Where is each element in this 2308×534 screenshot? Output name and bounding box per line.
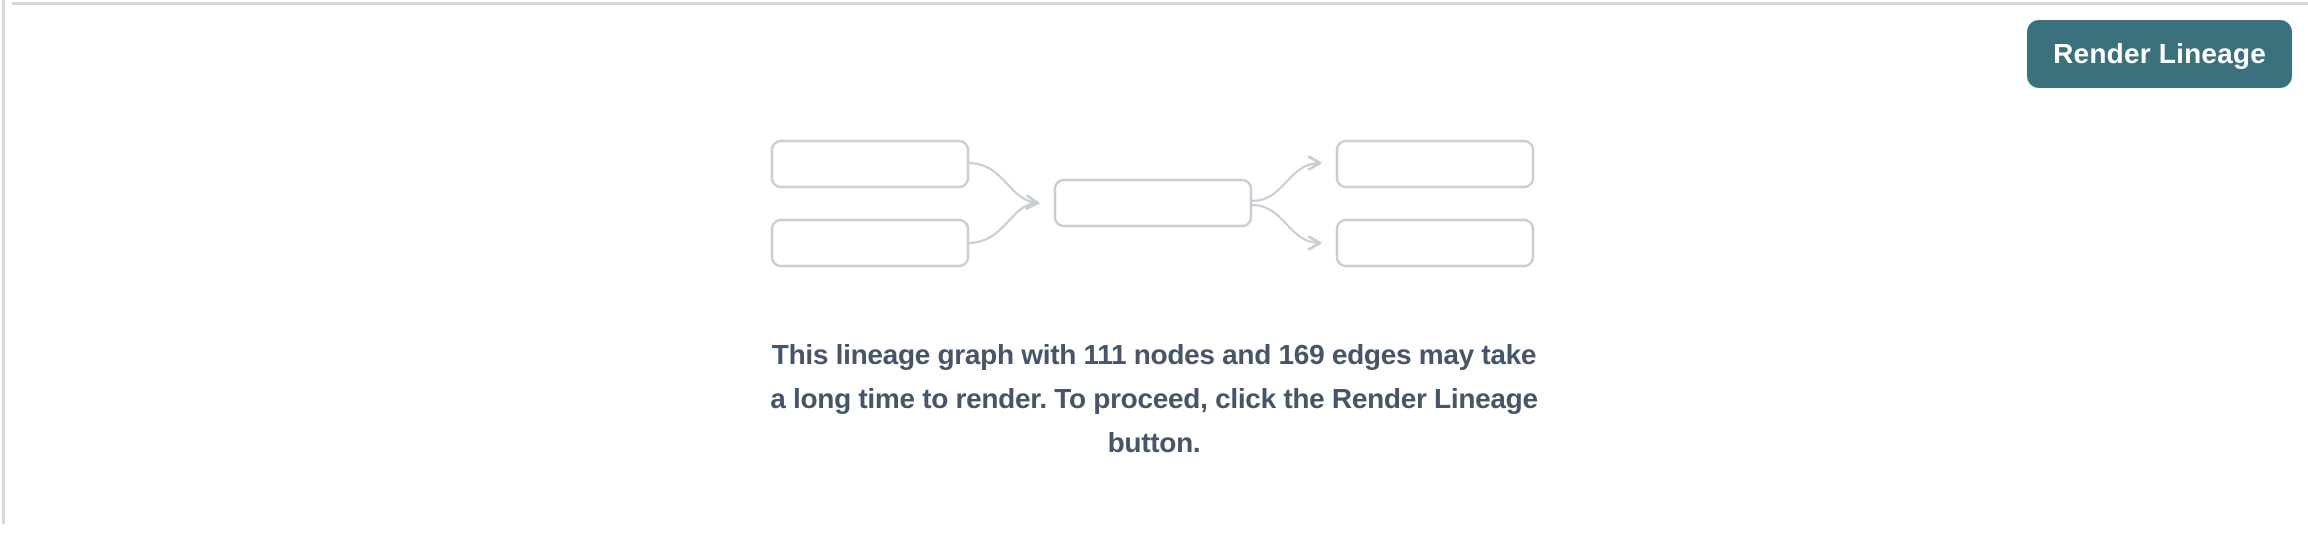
lineage-empty-state: This lineage graph with 111 nodes and 16… — [770, 139, 1538, 465]
graph-node-downstream-bottom — [1335, 218, 1535, 268]
graph-node-center — [1053, 178, 1253, 228]
graph-node-upstream-top — [770, 139, 970, 189]
lineage-warning-message: This lineage graph with 111 nodes and 16… — [770, 333, 1538, 465]
panel-left-border — [2, 0, 5, 524]
message-line-1: This lineage graph with 111 nodes and 16… — [771, 339, 1537, 370]
graph-edge-downstream-bottom — [1251, 203, 1322, 251]
graph-edge-upstream-top — [967, 161, 1040, 210]
render-lineage-button[interactable]: Render Lineage — [2027, 20, 2292, 88]
message-line-2: a long time to render. To proceed, click… — [770, 383, 1538, 414]
graph-node-downstream-top — [1335, 139, 1535, 189]
message-line-3: button. — [1107, 427, 1201, 458]
graph-edge-downstream-top — [1251, 155, 1322, 203]
panel-top-border — [12, 2, 2308, 5]
graph-node-upstream-bottom — [770, 218, 970, 268]
lineage-graph-illustration — [770, 139, 1535, 268]
graph-edge-upstream-bottom — [967, 201, 1037, 245]
